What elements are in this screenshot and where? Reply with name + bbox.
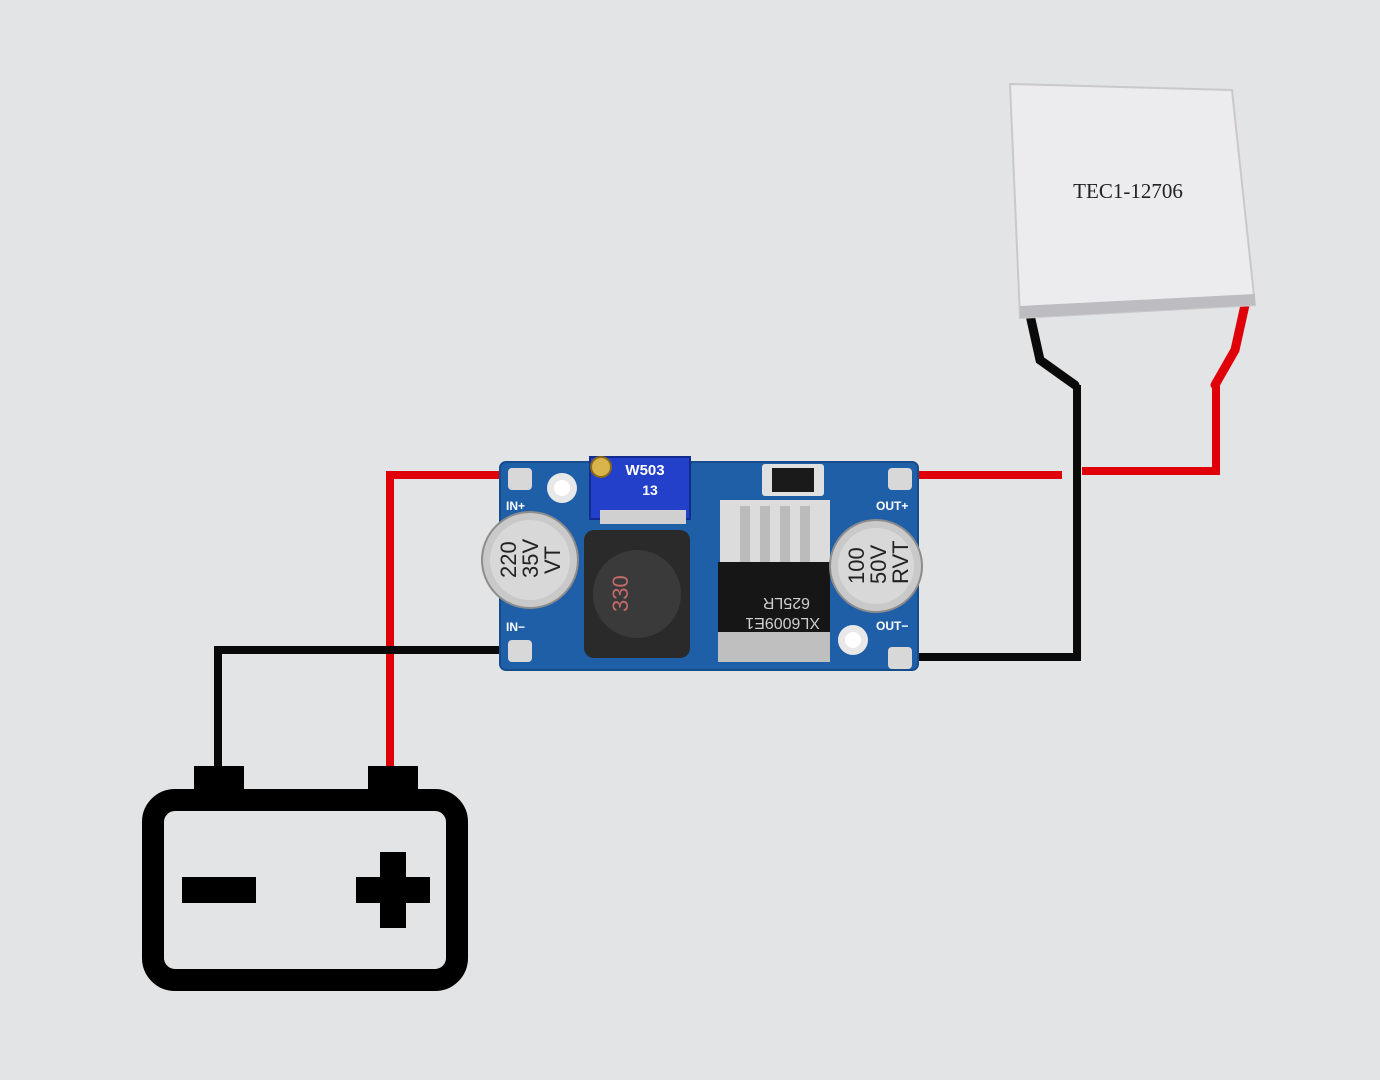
- tec-black-lead: [1030, 315, 1075, 385]
- potentiometer-base: [600, 510, 686, 524]
- inductor: 330: [584, 530, 690, 658]
- pad-out-plus: [888, 468, 912, 490]
- input-capacitor: 220 35V VT: [482, 512, 578, 608]
- potentiometer-sub: 13: [642, 482, 658, 498]
- pin-label-out-minus: OUT−: [876, 619, 908, 633]
- tec-module: TEC1-12706: [1010, 84, 1255, 385]
- tec-label: TEC1-12706: [1073, 179, 1183, 203]
- pad-in-minus: [508, 640, 532, 662]
- pin-label-in-minus: IN−: [506, 620, 525, 634]
- inductor-label: 330: [608, 575, 633, 612]
- diode-body: [772, 468, 814, 492]
- regulator-chip: XL6009E1 625LR: [718, 500, 830, 662]
- battery-icon: [153, 766, 457, 980]
- pad-in-plus: [508, 468, 532, 490]
- wire-out-positive-b: [1082, 385, 1216, 471]
- cap-input-line-3: VT: [540, 546, 565, 574]
- boost-converter-module: IN+ IN− OUT+ OUT− W503 13 220 35V VT 330: [482, 457, 922, 670]
- pin-label-in-plus: IN+: [506, 499, 525, 513]
- chip-line-1: XL6009E1: [745, 614, 820, 631]
- potentiometer-label: W503: [625, 462, 664, 479]
- pad-out-minus: [888, 647, 912, 669]
- mount-hole-right-inner: [845, 632, 861, 648]
- pin-label-out-plus: OUT+: [876, 499, 908, 513]
- wire-battery-negative: [218, 650, 520, 770]
- wire-out-negative: [905, 385, 1077, 657]
- mount-hole-left-inner: [554, 480, 570, 496]
- plus-icon: [356, 852, 430, 928]
- potentiometer-screw: [591, 457, 611, 477]
- minus-icon: [182, 877, 256, 903]
- output-capacitor: 100 50V RVT: [830, 520, 922, 612]
- tec-red-lead: [1215, 305, 1245, 385]
- chip-line-2: 625LR: [763, 594, 810, 611]
- cap-output-line-3: RVT: [888, 540, 913, 584]
